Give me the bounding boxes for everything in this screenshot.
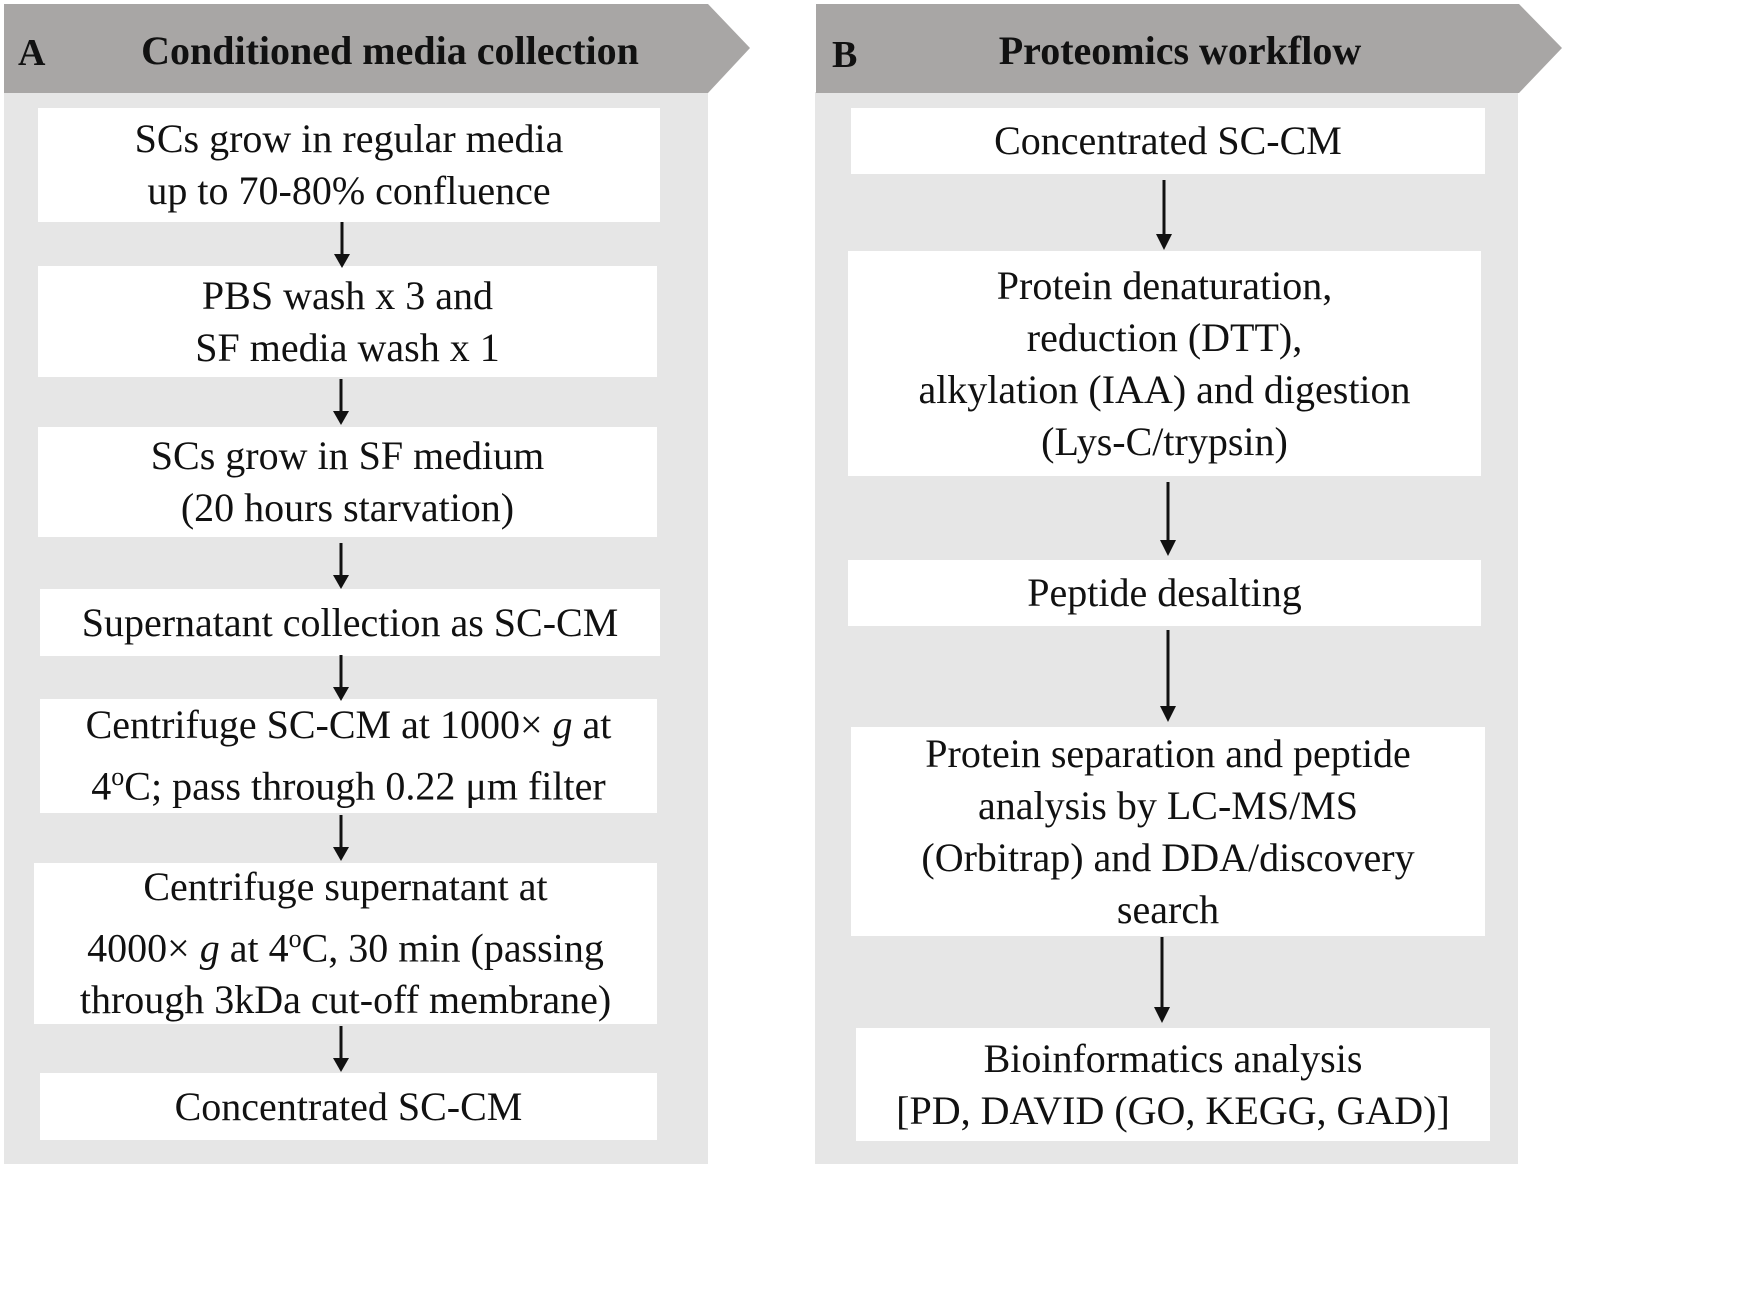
step-a4: Supernatant collection as SC-CM (40, 589, 660, 656)
step-b5: Bioinformatics analysis [PD, DAVID (GO, … (856, 1028, 1490, 1141)
step-a1: SCs grow in regular media up to 70-80% c… (38, 108, 660, 222)
step-a6-text: 4000× (87, 925, 200, 971)
step-a2: PBS wash x 3 and SF media wash x 1 (38, 266, 657, 377)
step-a5-text: Centrifuge SC-CM at 1000× (85, 702, 553, 748)
step-b4-line-1: Protein separation and peptide (925, 730, 1411, 776)
panel-a-letter: A (18, 32, 46, 74)
step-a7: Concentrated SC-CM (40, 1073, 657, 1140)
step-a6-text: at 4 (219, 925, 289, 971)
step-b3: Peptide desalting (848, 560, 1481, 626)
step-b1: Concentrated SC-CM (851, 108, 1485, 174)
gravity-symbol: g (552, 702, 573, 748)
step-a6-line-3: through 3kDa cut-off membrane) (79, 977, 612, 1023)
step-a5-line-1: Centrifuge SC-CM at 1000× g at (86, 699, 612, 751)
step-b2-line-4: (Lys-C/trypsin) (1041, 418, 1288, 464)
degree-symbol: o (288, 923, 302, 953)
step-a6-line-1: Centrifuge supernatant at (143, 863, 548, 909)
step-a2-line-2: SF media wash x 1 (195, 324, 500, 370)
arrow-a2 (333, 379, 349, 425)
step-b5-line-1: Bioinformatics analysis (983, 1035, 1363, 1081)
arrow-a6 (333, 1026, 349, 1072)
gravity-symbol: g (199, 925, 220, 971)
step-a5-line-2: 4oC; pass through 0.22 μm filter (91, 751, 605, 812)
step-a5-text: 4 (91, 763, 112, 809)
step-a5: Centrifuge SC-CM at 1000× g at 4oC; pass… (40, 699, 657, 813)
step-b5-line-2: [PD, DAVID (GO, KEGG, GAD)] (896, 1087, 1450, 1133)
step-b4-line-2: analysis by LC-MS/MS (977, 782, 1359, 828)
step-a6-text: C, 30 min (passing (301, 925, 604, 971)
arrow-b3 (1160, 630, 1176, 722)
step-b4-line-4: search (1116, 886, 1220, 932)
panel-a-title: Conditioned media collection (141, 28, 639, 73)
arrow-b1 (1156, 180, 1172, 250)
step-b3-line-1: Peptide desalting (1027, 570, 1302, 615)
step-b2-line-1: Protein denaturation, (996, 262, 1333, 308)
arrow-a1 (334, 222, 350, 268)
step-b2-line-2: reduction (DTT), (1026, 314, 1303, 360)
step-a5-text: at (572, 702, 612, 748)
step-a6-line-2: 4000× g at 4oC, 30 min (passing (87, 913, 604, 974)
step-a7-line-1: Concentrated SC-CM (174, 1083, 523, 1129)
step-a2-line-1: PBS wash x 3 and (201, 272, 494, 318)
arrow-a3 (333, 543, 349, 589)
arrow-a5 (333, 815, 349, 861)
step-a3: SCs grow in SF medium (20 hours starvati… (38, 427, 657, 537)
panel-b-banner (816, 4, 1562, 93)
step-a6: Centrifuge supernatant at 4000× g at 4oC… (34, 863, 657, 1024)
step-a4-line-1: Supernatant collection as SC-CM (81, 599, 619, 645)
step-a5-text: C; pass through 0.22 μm filter (124, 763, 606, 809)
arrow-a4 (333, 655, 349, 701)
step-b2: Protein denaturation, reduction (DTT), a… (848, 251, 1481, 476)
step-b4: Protein separation and peptide analysis … (851, 727, 1485, 936)
degree-symbol: o (111, 762, 125, 792)
arrow-b2 (1160, 482, 1176, 556)
step-a1-line-1: SCs grow in regular media (134, 116, 564, 161)
step-a3-line-1: SCs grow in SF medium (150, 433, 545, 478)
panel-a-banner (4, 4, 750, 93)
panel-b-letter: B (832, 34, 858, 76)
step-a1-line-2: up to 70-80% confluence (147, 168, 551, 213)
panel-b-title: Proteomics workflow (998, 28, 1362, 73)
arrow-b4 (1154, 937, 1170, 1023)
step-b4-line-3: (Orbitrap) and DDA/discovery (921, 834, 1415, 880)
step-b1-line-1: Concentrated SC-CM (994, 118, 1342, 163)
step-b2-line-3: alkylation (IAA) and digestion (918, 366, 1411, 412)
step-a3-line-2: (20 hours starvation) (180, 485, 515, 530)
